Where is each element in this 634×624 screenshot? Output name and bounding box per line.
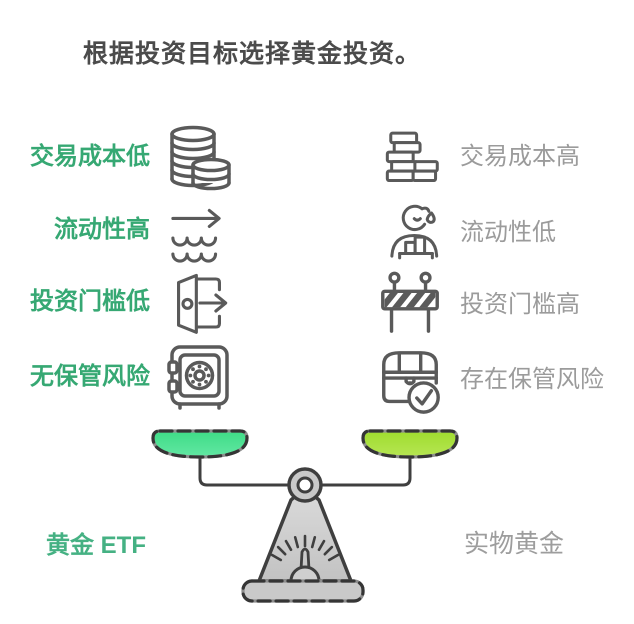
road-barrier-icon — [375, 267, 445, 337]
scale-gauge-needle — [299, 547, 311, 571]
scale-gauge-ticks — [270, 534, 340, 562]
benefit-label-high-liquidity: 流动性高 — [54, 216, 150, 243]
drawback-label-low-liquidity: 流动性低 — [460, 219, 556, 246]
scale-left-pan — [151, 429, 249, 459]
page-title: 根据投资目标选择黄金投资。 — [83, 40, 422, 68]
balance-scale-illustration — [151, 429, 459, 603]
benefit-label-low-threshold: 投资门槛低 — [30, 288, 150, 315]
coin-slab-stack-icon — [377, 128, 439, 190]
drawback-label-custody-risk: 存在保管风险 — [460, 366, 604, 393]
drawback-label-high-transaction-cost: 交易成本高 — [460, 143, 580, 170]
scale-gauge-dome — [289, 565, 321, 582]
benefit-label-low-transaction-cost: 交易成本低 — [30, 143, 150, 170]
coin-stack-icon — [163, 123, 235, 195]
person-sweat-icon — [385, 201, 447, 263]
drawback-label-high-threshold: 投资门槛高 — [460, 291, 580, 318]
scale-base — [241, 579, 365, 603]
benefit-label-no-custody-risk: 无保管风险 — [30, 363, 150, 390]
scale-left-label-gold-etf: 黄金 ETF — [46, 532, 146, 559]
treasure-chest-check-icon — [375, 346, 445, 416]
open-door-exit-icon — [167, 271, 231, 335]
scale-right-label-physical-gold: 实物黄金 — [464, 530, 565, 558]
scale-pivot-inner — [296, 476, 314, 494]
safe-vault-icon — [163, 341, 235, 413]
liquidity-flow-icon — [164, 206, 228, 270]
scale-right-pan — [361, 429, 459, 459]
